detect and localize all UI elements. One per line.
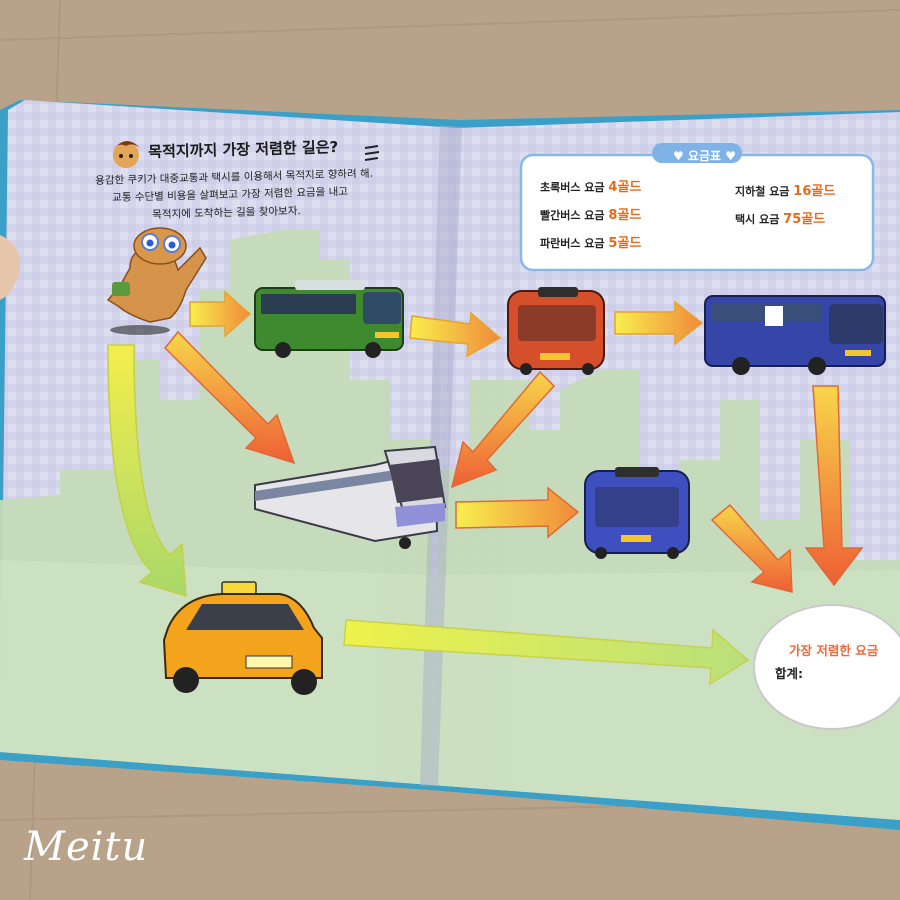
blue-bus-middle: [584, 467, 690, 559]
sparkle-icon: [364, 145, 380, 161]
fare-green-bus: 초록버스 요금 4골드: [540, 176, 641, 195]
fare-value: 75골드: [783, 212, 826, 227]
fare-red-bus: 빨간버스 요금 8골드: [540, 204, 641, 223]
green-bus: [254, 280, 404, 358]
fare-value: 16골드: [793, 184, 836, 199]
fare-taxi: 택시 요금 75골드: [735, 208, 825, 227]
cookie-character: [106, 227, 207, 335]
result-total-label: 합계:: [775, 666, 803, 681]
fare-table-header: [652, 143, 742, 163]
result-title: 가장 저렴한 요금: [789, 643, 879, 658]
fare-value: 8골드: [608, 208, 642, 223]
watermark: Meitu: [24, 824, 149, 870]
fare-blue-bus: 파란버스 요금 5골드: [540, 232, 641, 251]
cookie-face-icon: [113, 140, 140, 168]
fare-value: 4골드: [608, 180, 642, 195]
fare-label: 파란버스 요금: [540, 237, 605, 250]
taxi: [162, 581, 323, 695]
fare-subway: 지하철 요금 16골드: [735, 180, 835, 199]
fare-label: 빨간버스 요금: [540, 209, 605, 222]
route-arrows: [107, 290, 864, 686]
subway-train: [254, 445, 447, 549]
fare-value: 5골드: [608, 236, 642, 251]
blue-bus-top: [704, 295, 886, 375]
fare-table-title: ♥ 요금표 ♥: [673, 149, 736, 163]
fare-label: 지하철 요금: [735, 185, 790, 198]
red-bus: [507, 287, 605, 375]
fare-label: 택시 요금: [735, 213, 780, 226]
fare-label: 초록버스 요금: [540, 181, 605, 194]
result-circle: [753, 604, 900, 730]
finger: [0, 235, 21, 300]
